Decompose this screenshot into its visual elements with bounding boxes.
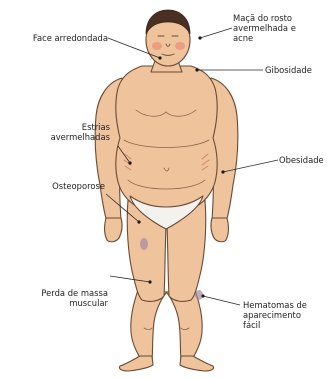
label-osteo-text: Osteoporose [52,181,105,191]
label-hump: Gibosidade [265,65,312,75]
label-muscle: Perda de massa muscular [0,288,108,308]
callout-hump-dot [195,68,198,71]
callout-osteo [106,194,139,222]
callout-bruise-dot [201,294,204,297]
callout-face-dot [158,56,161,59]
label-striae-line-1: Estrias [0,122,110,132]
label-muscle-line-1: Perda de massa [0,288,108,298]
callout-muscle [110,276,150,282]
callout-muscle-dot [148,280,151,283]
callout-striae [118,146,130,163]
callout-bruise [203,296,240,305]
callout-striae-dot [128,161,131,164]
callout-osteo-dot [137,220,140,223]
callout-obesity-dot [221,170,224,173]
callout-cheek [200,28,232,38]
label-face-text: Face arredondada [33,33,108,43]
label-striae: Estrias avermelhadas [0,122,110,142]
label-obesity-text: Obesidade [279,155,324,165]
label-bruise-line-3: fácil [243,320,307,330]
label-cheek: Maçã do rosto avermelhada e acne [233,13,296,43]
label-osteo: Osteoporose [0,181,105,191]
label-hump-text: Gibosidade [265,65,312,75]
label-cheek-line-2: avermelhada e [233,23,296,33]
label-bruise-line-1: Hematomas de [243,300,307,310]
label-muscle-line-2: muscular [0,298,108,308]
callout-obesity [223,160,278,172]
callout-cheek-dot [198,36,201,39]
label-bruise-line-2: aparecimento [243,310,307,320]
callout-face [108,38,160,58]
label-striae-line-2: avermelhadas [0,132,110,142]
label-bruise: Hematomas de aparecimento fácil [243,300,307,330]
label-face: Face arredondada [10,33,108,43]
label-cheek-line-1: Maçã do rosto [233,13,296,23]
label-obesity: Obesidade [279,155,324,165]
label-cheek-line-3: acne [233,33,296,43]
